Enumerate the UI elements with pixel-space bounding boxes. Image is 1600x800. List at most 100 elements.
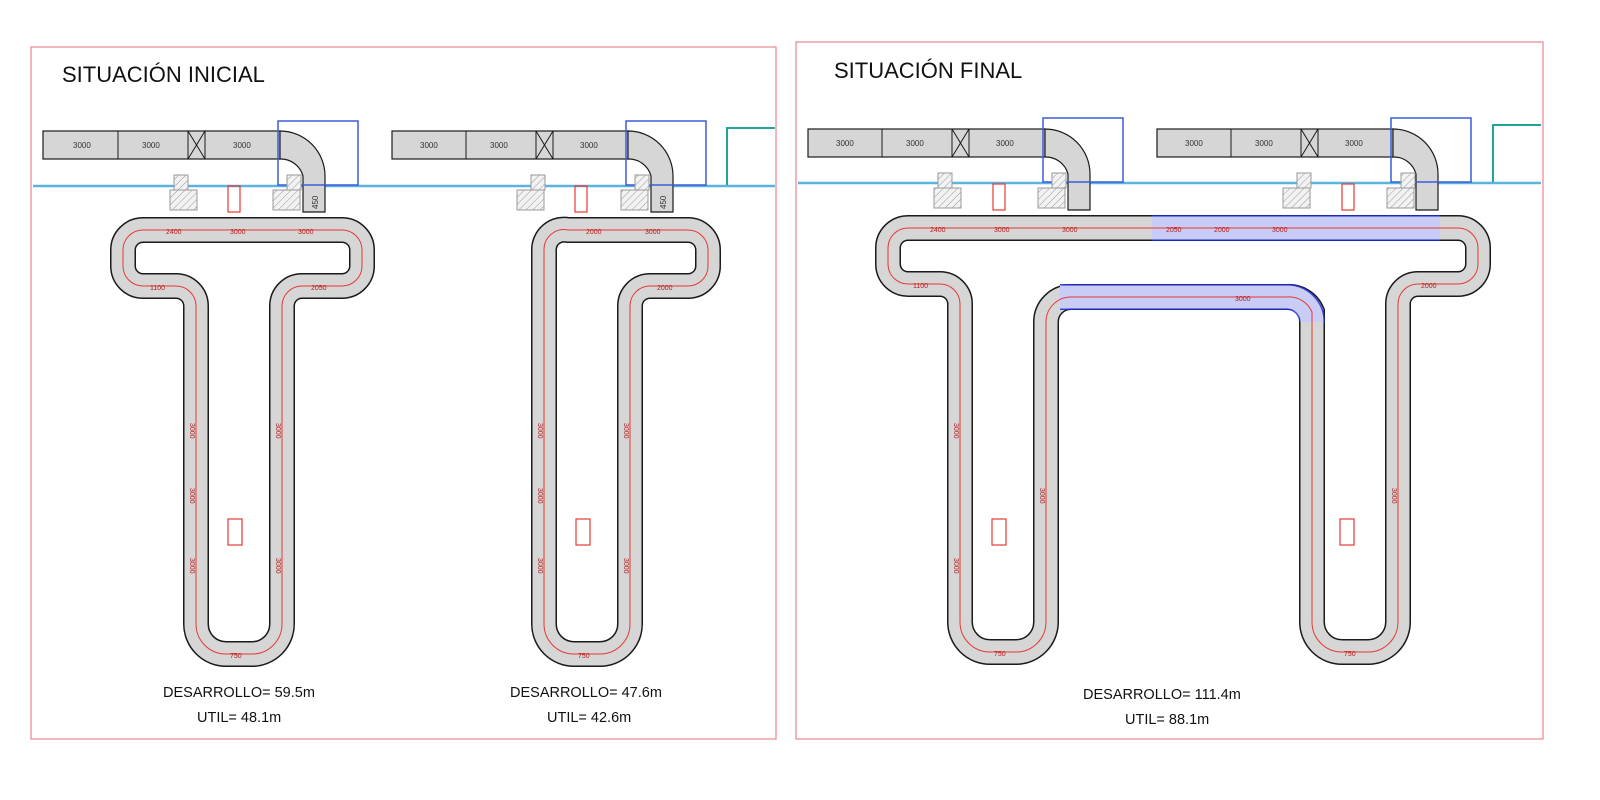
blue-zone	[1042, 117, 1124, 183]
layout-c: 3000 3000 3000 3000 3000 3000	[807, 117, 1541, 728]
desarrollo-value: DESARROLLO= 59.5m	[163, 685, 315, 701]
loop-label: 2000	[657, 285, 673, 292]
util-value: UTIL= 88.1m	[1125, 712, 1209, 728]
loop-label: 3000	[298, 229, 314, 236]
loop-label: 750	[578, 653, 590, 660]
hatched-block	[530, 174, 546, 191]
hatched-block	[286, 174, 302, 191]
loop-label: 3000	[274, 558, 281, 574]
elbow	[1044, 128, 1091, 211]
elbow-label: 450	[311, 195, 320, 209]
rail-line	[122, 229, 363, 655]
hatched-block	[933, 187, 962, 209]
top-label: 3000	[233, 141, 251, 150]
layout-b: 3000 3000 3000 450 2000 3000 2000 3000 3…	[391, 120, 775, 726]
panel-title-initial: SITUACIÓN INICIAL	[62, 62, 265, 87]
hatched-block	[1400, 172, 1416, 189]
rail-line	[543, 229, 709, 655]
loop-label: 750	[994, 651, 1006, 658]
hatched-block	[516, 189, 545, 211]
loop-label: 3000	[230, 229, 246, 236]
loop-label: 3000	[1272, 227, 1288, 234]
hatched-block	[634, 174, 650, 191]
loop-label: 3000	[536, 423, 543, 439]
hatched-block	[169, 189, 198, 211]
top-conveyor	[807, 128, 1046, 158]
loop-label: 3000	[188, 488, 195, 504]
loop-label: 3000	[645, 229, 661, 236]
loop-label: 3000	[952, 423, 959, 439]
red-marker	[227, 518, 243, 546]
loop-label: 2000	[1214, 227, 1230, 234]
top-label: 3000	[142, 141, 160, 150]
red-marker	[992, 183, 1006, 211]
top-label: 3000	[1185, 139, 1203, 148]
util-value: UTIL= 48.1m	[197, 710, 281, 726]
teal-zone	[1492, 124, 1541, 182]
loop-label: 2400	[166, 229, 182, 236]
loop-label: 750	[230, 653, 242, 660]
panel-frame-initial	[30, 46, 777, 740]
layout-a: 3000 3000 3000 450 2400 3000 3000 2050 1…	[42, 120, 375, 726]
loop-label: 2050	[311, 285, 327, 292]
loop-label: 2400	[930, 227, 946, 234]
elbow	[1392, 128, 1439, 211]
desarrollo-value: DESARROLLO= 47.6m	[510, 685, 662, 701]
red-marker	[1339, 518, 1355, 546]
elbow	[279, 130, 326, 213]
top-conveyor	[1156, 128, 1394, 158]
top-label: 3000	[490, 141, 508, 150]
red-marker	[227, 185, 241, 213]
loop-label: 3000	[274, 423, 281, 439]
loop-label: 3000	[952, 558, 959, 574]
loop-label: 2000	[1421, 283, 1437, 290]
loop-label: 3000	[994, 227, 1010, 234]
hatched-block	[937, 172, 953, 189]
loop-label: 3000	[1390, 488, 1397, 504]
loop-label: 3000	[1062, 227, 1078, 234]
top-label: 3000	[1345, 139, 1363, 148]
top-label: 3000	[906, 139, 924, 148]
hatched-block	[1296, 172, 1312, 189]
panel-frame-final	[795, 41, 1544, 740]
blue-zone	[1390, 117, 1472, 183]
util-value: UTIL= 42.6m	[547, 710, 631, 726]
hatched-block	[1051, 172, 1067, 189]
hatched-block	[1386, 187, 1415, 209]
hatched-block	[1037, 187, 1066, 209]
desarrollo-value: DESARROLLO= 111.4m	[1083, 687, 1241, 703]
rail-line	[887, 227, 1479, 653]
loop-label: 3000	[536, 488, 543, 504]
loop-label: 3000	[188, 423, 195, 439]
loop-label: 750	[1344, 651, 1356, 658]
top-label: 3000	[1255, 139, 1273, 148]
loop-label: 3000	[1038, 488, 1045, 504]
hatched-block	[620, 189, 649, 211]
top-conveyor	[42, 130, 281, 160]
red-marker	[574, 185, 588, 213]
loop-label: 1100	[913, 283, 928, 290]
loop-label: 3000	[622, 423, 629, 439]
blue-zone	[625, 120, 707, 186]
teal-zone	[726, 127, 775, 185]
elbow	[627, 130, 674, 213]
top-label: 3000	[73, 141, 91, 150]
loop-label: 3000	[1235, 296, 1251, 303]
red-marker	[575, 518, 591, 546]
top-label: 3000	[836, 139, 854, 148]
loop-label: 3000	[622, 558, 629, 574]
loop-label: 2000	[586, 229, 602, 236]
loop-label: 1100	[150, 285, 165, 292]
hatched-block	[272, 189, 301, 211]
top-label: 3000	[996, 139, 1014, 148]
blue-zone	[277, 120, 359, 186]
hatched-block	[1282, 187, 1311, 209]
top-label: 3000	[420, 141, 438, 150]
loop-label: 3000	[536, 558, 543, 574]
loop-label: 3000	[188, 558, 195, 574]
top-label: 3000	[580, 141, 598, 150]
red-marker	[1341, 183, 1355, 211]
loop-label: 2050	[1166, 227, 1182, 234]
panel-title-final: SITUACIÓN FINAL	[834, 58, 1022, 83]
